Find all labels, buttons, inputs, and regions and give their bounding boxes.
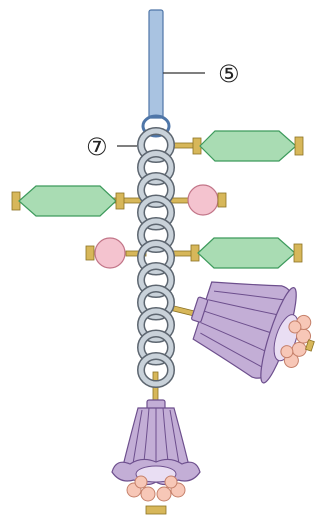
flower-charm <box>112 400 200 514</box>
green-bead-body <box>19 186 116 216</box>
pink-pearl-body <box>95 238 125 268</box>
bead-end-cap <box>295 137 303 155</box>
wire-callout-label: ⑤ <box>218 60 240 88</box>
pink-pearl-body <box>188 185 218 215</box>
bead-end-cap <box>294 244 302 262</box>
jump-ring-chain <box>141 131 171 384</box>
green-bead-body <box>200 131 296 161</box>
bead-end-cap <box>86 246 94 260</box>
green-bead <box>193 131 303 161</box>
ear-wire-rod <box>149 10 163 118</box>
pink-pearl <box>86 238 125 268</box>
jumpring-callout-label: ⑦ <box>86 133 108 161</box>
green-bead <box>191 238 302 268</box>
green-bead <box>12 186 124 216</box>
bead-end-cap <box>116 193 124 209</box>
flower-bead <box>179 261 328 394</box>
pink-pearl <box>188 185 226 215</box>
green-bead-body <box>198 238 295 268</box>
bead-end-cap <box>218 193 226 207</box>
bead-end-cap <box>146 506 166 514</box>
